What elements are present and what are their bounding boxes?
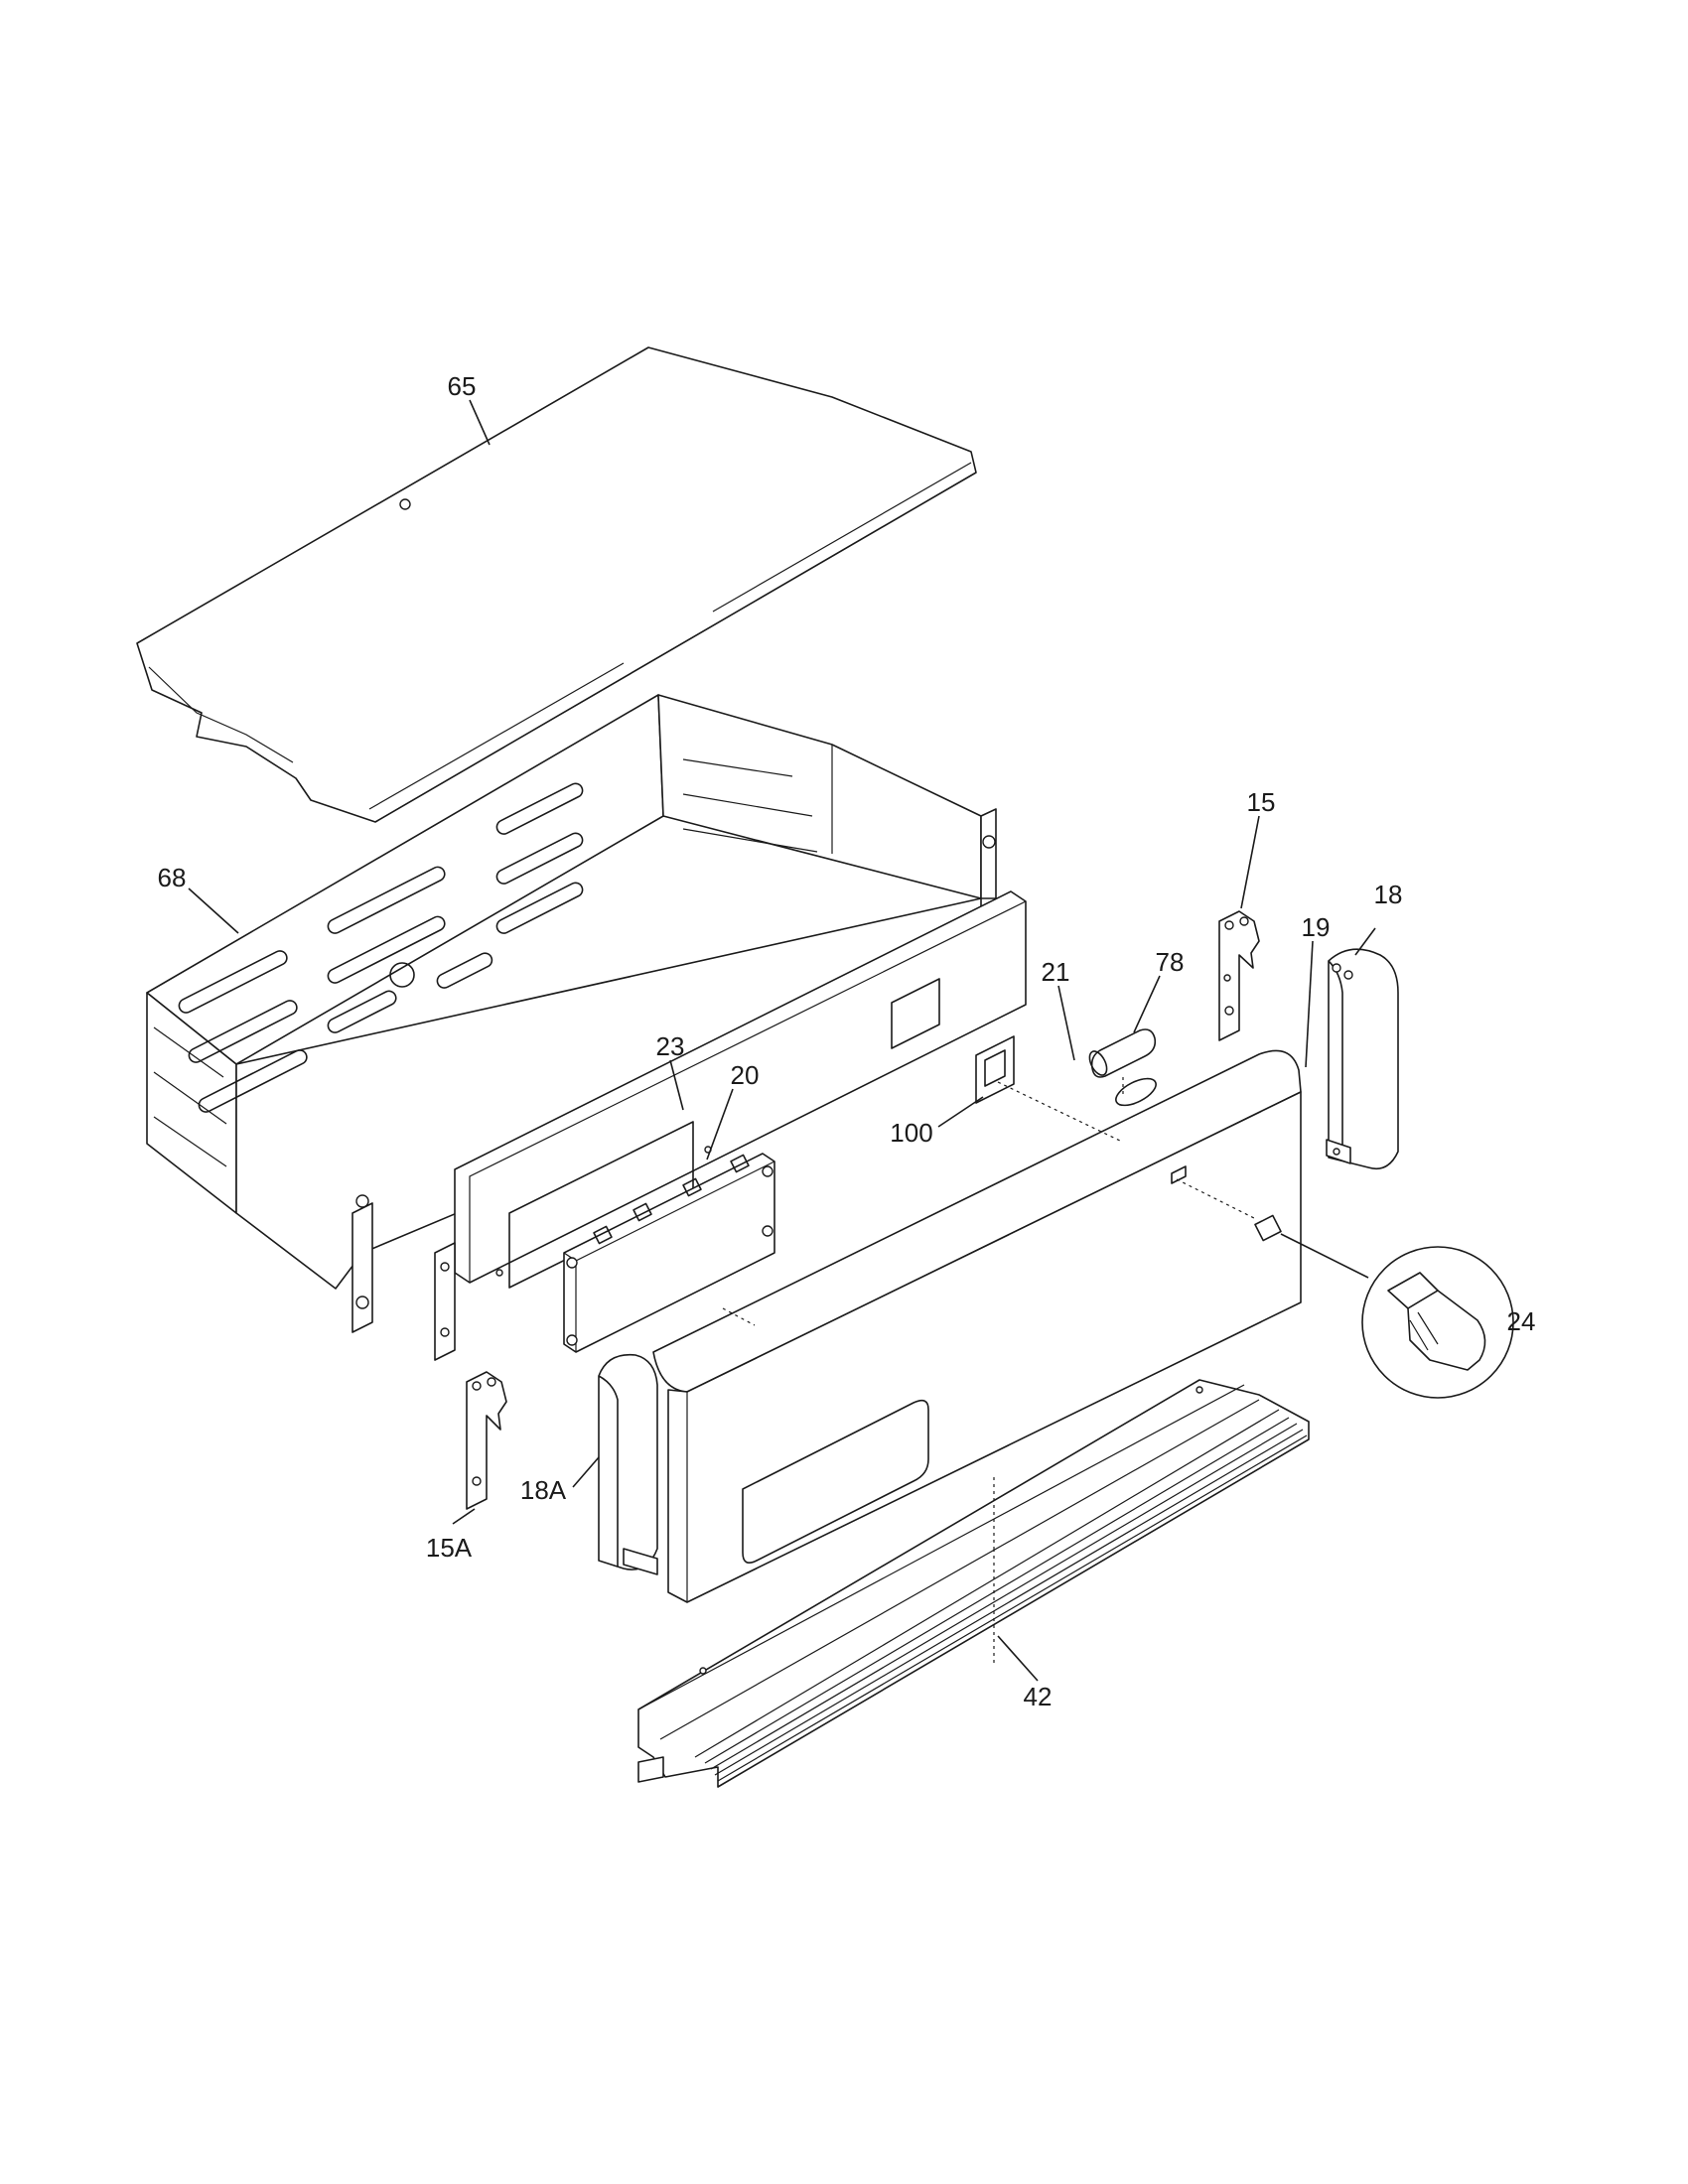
part-24-rocker-switch bbox=[1254, 1214, 1514, 1399]
callout-20: 20 bbox=[731, 1060, 760, 1090]
part-78-lamp-socket bbox=[1088, 1028, 1157, 1078]
leader-lines bbox=[188, 399, 1376, 1682]
part-20-control-board bbox=[563, 1153, 775, 1353]
part-18a-left-end-cap bbox=[598, 1353, 658, 1575]
part-18-right-end-cap bbox=[1326, 948, 1399, 1170]
callout-65: 65 bbox=[448, 371, 477, 401]
part-15-right-bracket bbox=[1218, 910, 1260, 1041]
callout-78: 78 bbox=[1156, 947, 1185, 977]
callout-24: 24 bbox=[1507, 1306, 1536, 1336]
callout-15: 15 bbox=[1247, 787, 1276, 817]
wrapper-vent-slots bbox=[178, 782, 584, 1113]
callout-68: 68 bbox=[158, 863, 187, 892]
callout-23: 23 bbox=[656, 1031, 685, 1061]
callout-21: 21 bbox=[1042, 957, 1070, 987]
callout-19: 19 bbox=[1302, 912, 1331, 942]
callout-labels: 65 68 23 20 100 21 78 15 19 18 24 18A 15… bbox=[158, 371, 1536, 1711]
callout-42: 42 bbox=[1024, 1682, 1053, 1711]
part-21-console-panel bbox=[652, 1049, 1302, 1603]
callout-100: 100 bbox=[890, 1118, 932, 1148]
part-42-lower-trim bbox=[637, 1379, 1310, 1788]
assembly-dashed-lines bbox=[722, 1077, 1257, 1663]
callout-18a: 18A bbox=[520, 1475, 567, 1505]
part-15a-left-bracket bbox=[466, 1371, 507, 1510]
part-65-top-cover bbox=[136, 346, 977, 823]
callout-15a: 15A bbox=[426, 1533, 473, 1563]
part-100-overlay bbox=[975, 1035, 1015, 1104]
callout-18: 18 bbox=[1374, 880, 1403, 909]
part-23-backing-plate bbox=[434, 890, 1027, 1361]
